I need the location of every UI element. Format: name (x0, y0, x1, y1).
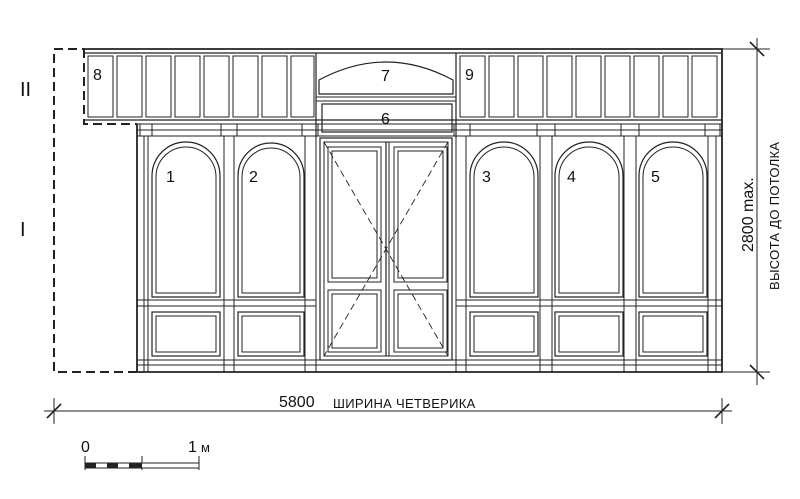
height-dimension: 2800 max. ВЫСОТА ДО ПОТОЛКА (722, 38, 782, 385)
panel-number-2: 2 (249, 169, 258, 186)
width-dimension-caption: ШИРИНА ЧЕТВЕРИКА (333, 396, 476, 411)
transom-panel-6 (321, 103, 453, 133)
panel-number-5: 5 (651, 169, 660, 186)
scale-bar: 0 1 м (81, 439, 210, 470)
icon-panel-3 (469, 141, 539, 298)
upper-panel-9 (459, 55, 486, 118)
panel-number-3: 3 (482, 169, 491, 186)
panel-number-8: 8 (93, 67, 102, 84)
icon-panel-2 (237, 142, 305, 298)
panel-number-6: 6 (381, 111, 390, 128)
upper-tier (84, 52, 722, 138)
icon-panel-4 (554, 141, 624, 298)
arched-lunette-7 (318, 61, 454, 95)
lower-tier (137, 123, 722, 372)
tier-label-lower: I (20, 219, 26, 241)
height-dimension-value: 2800 max. (740, 177, 757, 252)
icon-panel-5 (638, 141, 708, 298)
tier-label-upper: II (20, 79, 31, 101)
scale-bar-start: 0 (81, 439, 90, 456)
panel-number-9: 9 (465, 67, 474, 84)
panel-number-7: 7 (381, 68, 390, 85)
side-section-outline (53, 48, 137, 373)
upper-panel-8 (87, 55, 114, 118)
width-dimension: 5800 ШИРИНА ЧЕТВЕРИКА (44, 394, 732, 424)
scale-bar-end-value: 1 (188, 439, 197, 456)
panel-number-4: 4 (567, 169, 576, 186)
width-dimension-value: 5800 (279, 394, 315, 411)
central-double-door (319, 137, 453, 361)
height-dimension-caption: ВЫСОТА ДО ПОТОЛКА (767, 142, 782, 290)
icon-panel-1 (151, 141, 221, 298)
scale-bar-unit: м (201, 440, 210, 455)
panel-number-1: 1 (166, 169, 175, 186)
